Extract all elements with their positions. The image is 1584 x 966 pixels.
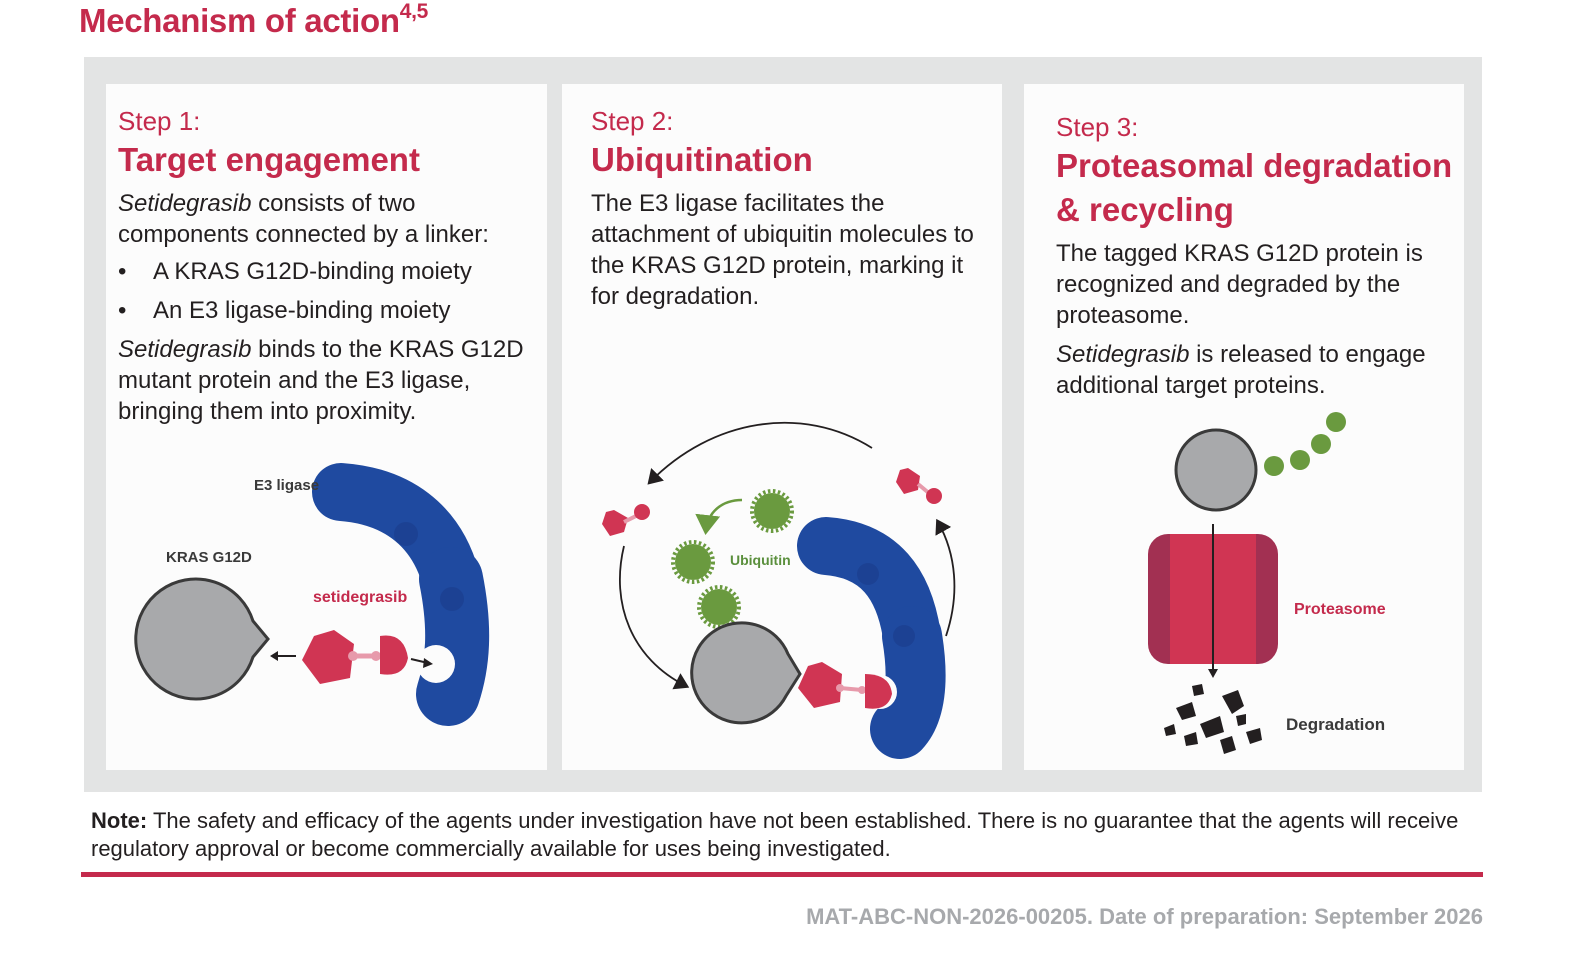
kras-protein-icon — [1174, 428, 1258, 512]
ubiquitin-transfer-arrow — [695, 498, 743, 535]
ubiquitin-icon — [675, 493, 790, 625]
step-3-panel: Step 3: Proteasomal degradation & recycl… — [1024, 84, 1464, 770]
drug-name: Setidegrasib — [1056, 341, 1190, 368]
list-item: A KRAS G12D-binding moiety — [118, 256, 535, 287]
step-3-title: Proteasomal degradation & recycling — [1056, 147, 1453, 228]
engagement-arrows — [270, 651, 433, 668]
step-2-panel: Step 2: Ubiquitination The E3 ligase fac… — [562, 84, 1002, 770]
setidegrasib-label: setidegrasib — [313, 589, 407, 606]
step-1-label: Step 1: — [118, 106, 201, 136]
list-item: An E3 ligase-binding moiety — [118, 295, 535, 326]
step-2-label: Step 2: — [591, 106, 674, 136]
degradation-label: Degradation — [1286, 715, 1385, 734]
degradation-fragments-icon — [1164, 684, 1262, 754]
cycle-arrows — [619, 421, 956, 690]
degrader-molecule-icon — [302, 630, 408, 684]
drug-name: Setidegrasib — [118, 336, 252, 363]
kras-label: KRAS G12D — [166, 549, 252, 566]
note-label: Note: — [91, 808, 148, 833]
ubiquitin-icon — [1264, 412, 1346, 476]
drug-name: Setidegrasib — [118, 190, 252, 217]
step-2-body: The E3 ligase facilitates the attachment… — [591, 190, 974, 310]
step-1-body: Setidegrasib binds to the KRAS G12D muta… — [118, 336, 524, 425]
step-3-diagram: Proteasome Degradation — [1148, 412, 1386, 754]
free-degrader-icon — [602, 504, 650, 536]
step-1-panel: Step 1: Target engagement Setidegrasib c… — [106, 84, 547, 770]
e3-ligase-label: E3 ligase — [254, 477, 319, 494]
step-3-body: The tagged KRAS G12D protein is recogniz… — [1056, 240, 1423, 329]
step-2-diagram: Ubiquitin — [602, 421, 956, 759]
step-3-label: Step 3: — [1056, 112, 1139, 142]
step-3-recycling-text: Setidegrasib is released to engage addit… — [1056, 341, 1426, 399]
page-title: Mechanism of action4,5 — [79, 0, 429, 39]
step-2-title: Ubiquitination — [591, 141, 813, 178]
reference-superscript: 4,5 — [399, 0, 429, 23]
step-1-title: Target engagement — [118, 141, 420, 178]
free-degrader-icon — [896, 468, 942, 504]
degradation-arrow — [1208, 524, 1218, 678]
footer-code: MAT-ABC-NON-2026-00205. Date of preparat… — [806, 904, 1483, 929]
e3-ligase-icon — [312, 463, 490, 726]
proteasome-label: Proteasome — [1294, 601, 1386, 618]
component-list: A KRAS G12D-binding moiety An E3 ligase-… — [118, 256, 535, 326]
kras-protein-icon — [690, 621, 802, 725]
disclaimer-note: Note: The safety and efficacy of the age… — [91, 808, 1459, 861]
step-1-intro: Setidegrasib consists of two components … — [118, 190, 489, 248]
kras-protein-icon — [134, 577, 270, 701]
step-1-diagram: E3 ligase KRAS G12D setidegrasib — [134, 463, 490, 726]
divider — [81, 872, 1483, 877]
ubiquitin-label: Ubiquitin — [730, 552, 791, 568]
degrader-molecule-icon — [798, 662, 892, 709]
